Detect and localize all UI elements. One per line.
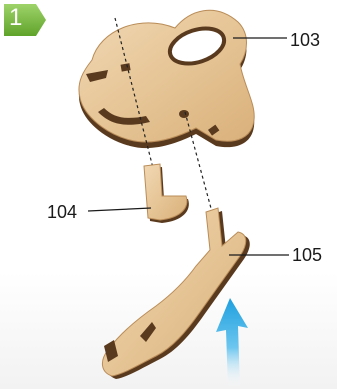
part-104-bracket xyxy=(144,164,189,223)
part-103-plate xyxy=(79,10,254,148)
leader-line-104 xyxy=(88,208,151,211)
callout-103: 103 xyxy=(290,30,320,50)
callout-105: 105 xyxy=(292,245,322,265)
callout-104: 104 xyxy=(47,202,77,222)
part-103-small-hole xyxy=(179,110,189,118)
insertion-arrow-icon xyxy=(216,298,248,388)
